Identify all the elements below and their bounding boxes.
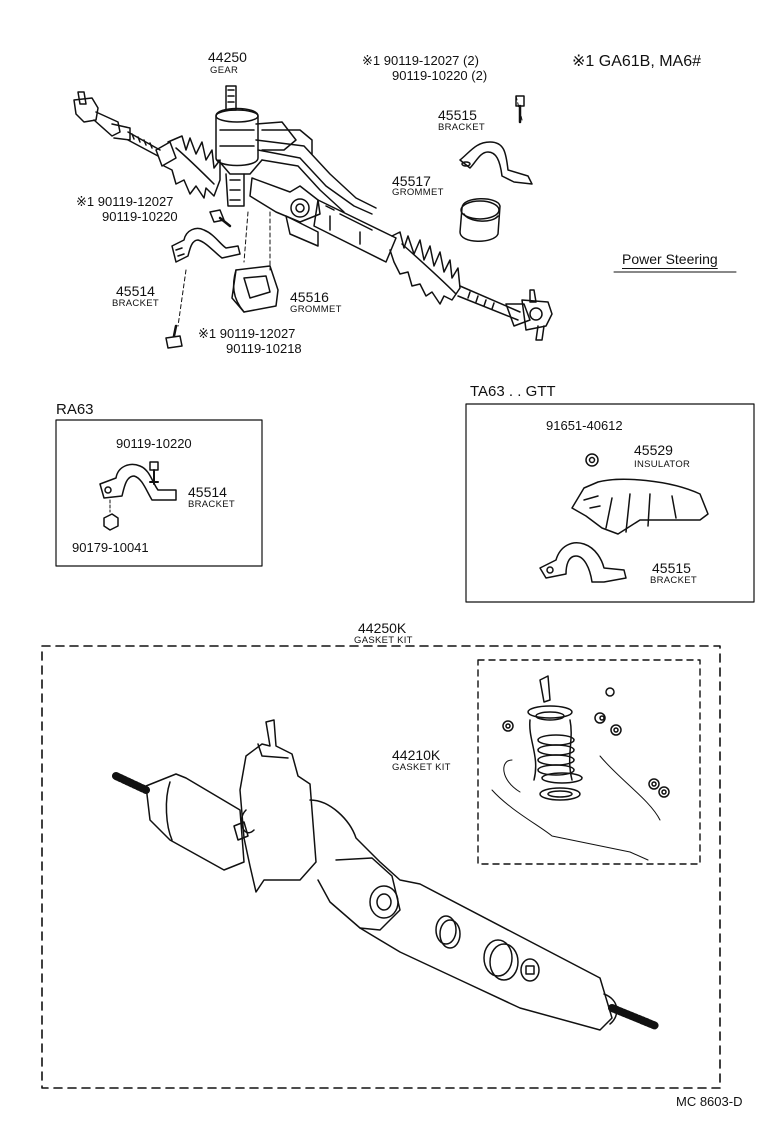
subkit-name: GASKET KIT — [392, 762, 451, 773]
right-tie-rod-end — [457, 285, 553, 341]
grommet-45517-icon — [459, 198, 501, 242]
ra63-bracket-number: 45514 — [188, 484, 227, 500]
left-boot — [155, 135, 221, 199]
note-right-line1: ※1 90119-12027 (2) — [362, 53, 479, 68]
small-bolt-icon — [209, 209, 232, 228]
note-left-line2: 90119-10220 — [102, 209, 178, 224]
bracket-r-number: 45515 — [438, 107, 477, 123]
grommet-l-name: GROMMET — [290, 304, 342, 315]
note-bottom-line1: ※1 90119-12027 — [198, 326, 296, 341]
large-rack-housing — [112, 719, 660, 1031]
ta63-bracket-icon — [539, 542, 627, 583]
gear-housing — [215, 85, 377, 215]
insulator-name: INSULATOR — [634, 459, 691, 470]
note-left-line1: ※1 90119-12027 — [76, 194, 174, 209]
ta63-clip-number: 91651-40612 — [546, 418, 623, 433]
grommet-45516-icon — [231, 265, 279, 313]
ta63-bracket-name: BRACKET — [650, 575, 697, 586]
ra63-title: RA63 — [56, 401, 94, 418]
note-bottom-line2: 90119-10218 — [226, 341, 302, 356]
power-steering-label: Power Steering — [622, 251, 718, 267]
left-tie-rod-end — [73, 91, 161, 157]
gear-part-name: GEAR — [210, 65, 239, 76]
bracket-45515-icon — [459, 141, 533, 185]
subkit-number: 44210K — [392, 747, 441, 763]
ra63-nut-icon — [103, 499, 119, 531]
kit-name: GASKET KIT — [354, 635, 413, 646]
rack-tube — [249, 177, 397, 263]
insulator-number: 45529 — [634, 442, 673, 458]
right-boot — [389, 231, 461, 305]
grommet-r-name: GROMMET — [392, 187, 444, 198]
ra63-bracket-name: BRACKET — [188, 499, 235, 510]
footer-code: MC 8603-D — [676, 1094, 743, 1109]
bracket-45514-icon — [171, 227, 241, 263]
ra63-nut-number: 90179-10041 — [72, 540, 149, 555]
steering-rack-assembly — [73, 85, 553, 341]
grommet-r-number: 45517 — [392, 173, 431, 189]
ra63-bolt-number: 90119-10220 — [116, 436, 192, 451]
note-right-line2: 90119-10220 (2) — [392, 68, 488, 83]
insulator-icon — [571, 478, 709, 535]
ra63-box — [55, 419, 263, 567]
bottom-bolt-icon — [165, 324, 183, 349]
ra63-bracket-icon — [99, 461, 177, 501]
ta63-box — [465, 403, 755, 603]
sub-kit-box — [477, 659, 701, 865]
grommet-l-number: 45516 — [290, 289, 329, 305]
ta63-bracket-number: 45515 — [652, 560, 691, 576]
ta63-title: TA63 . . GTT — [470, 383, 556, 400]
model-note: ※1 GA61B, MA6# — [572, 53, 702, 70]
bracket-l-name: BRACKET — [112, 298, 159, 309]
gasket-kit-box — [41, 645, 721, 1089]
bolt-icon — [515, 95, 525, 124]
bracket-r-name: BRACKET — [438, 122, 485, 133]
ta63-clip-icon — [585, 453, 599, 467]
gear-part-number: 44250 — [208, 49, 247, 65]
subkit-seals-drawing — [491, 675, 670, 861]
kit-number: 44250K — [358, 620, 407, 636]
bracket-l-number: 45514 — [116, 283, 155, 299]
